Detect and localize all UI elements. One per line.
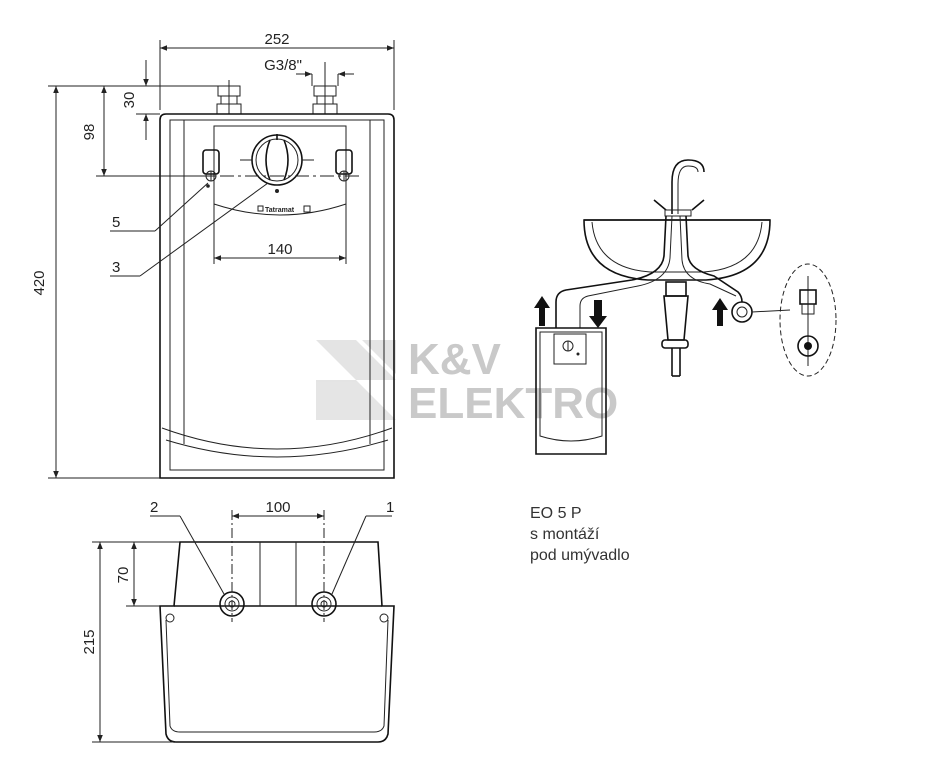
valve-detail-callout (779, 263, 837, 377)
heater-housing (159, 113, 395, 479)
callout-2: 2 (150, 499, 158, 516)
caption-location: pod umývadlo (530, 547, 630, 564)
connector-depth-label: 98 (81, 124, 98, 141)
front-view: Tatramat 252 G3/8" (31, 31, 395, 479)
connector-height-label: 30 (121, 92, 138, 109)
depth-total-label: 215 (81, 629, 98, 654)
pipe-connector-left (216, 80, 242, 115)
svg-text:Tatramat: Tatramat (265, 207, 295, 214)
arrow-up-supply-icon (712, 298, 728, 326)
bottom-view-housing (159, 541, 395, 743)
watermark-line2: ELEKTRO (408, 379, 618, 428)
product-caption: EO 5 P s montáží pod umývadlo (530, 503, 630, 566)
caption-model: EO 5 P (530, 505, 582, 522)
indicator-lamp-icon (275, 189, 279, 193)
callout-1: 1 (386, 499, 394, 516)
water-heater-unit (535, 327, 607, 455)
installation-illustration (534, 159, 837, 455)
pipe-spacing-label: 100 (265, 499, 290, 516)
panel-width-label: 140 (267, 241, 292, 258)
faucet-icon (653, 159, 705, 217)
brand-plate: Tatramat (257, 205, 311, 214)
dimension-width-label: 252 (264, 31, 289, 48)
thread-size-label: G3/8" (264, 57, 302, 74)
height-total-label: 420 (31, 270, 48, 295)
watermark-line1: K&V (408, 335, 502, 384)
pipe-connector-right (312, 62, 338, 115)
bottom-view: 100 70 215 2 1 (81, 499, 395, 743)
left-valve (202, 149, 220, 188)
bottom-height-label: 70 (115, 567, 132, 584)
callout-3: 3 (112, 259, 120, 276)
watermark-logo-icon (316, 340, 396, 420)
arrow-down-cold-water-icon (589, 300, 607, 328)
caption-mounting: s montáží (530, 526, 600, 543)
drain-siphon-icon (661, 281, 689, 377)
sink-basin (583, 219, 771, 281)
callout-5: 5 (112, 214, 120, 231)
arrow-up-hot-water-icon (534, 296, 550, 326)
temperature-knob (251, 134, 303, 186)
watermark: K&V ELEKTRO (316, 335, 618, 428)
